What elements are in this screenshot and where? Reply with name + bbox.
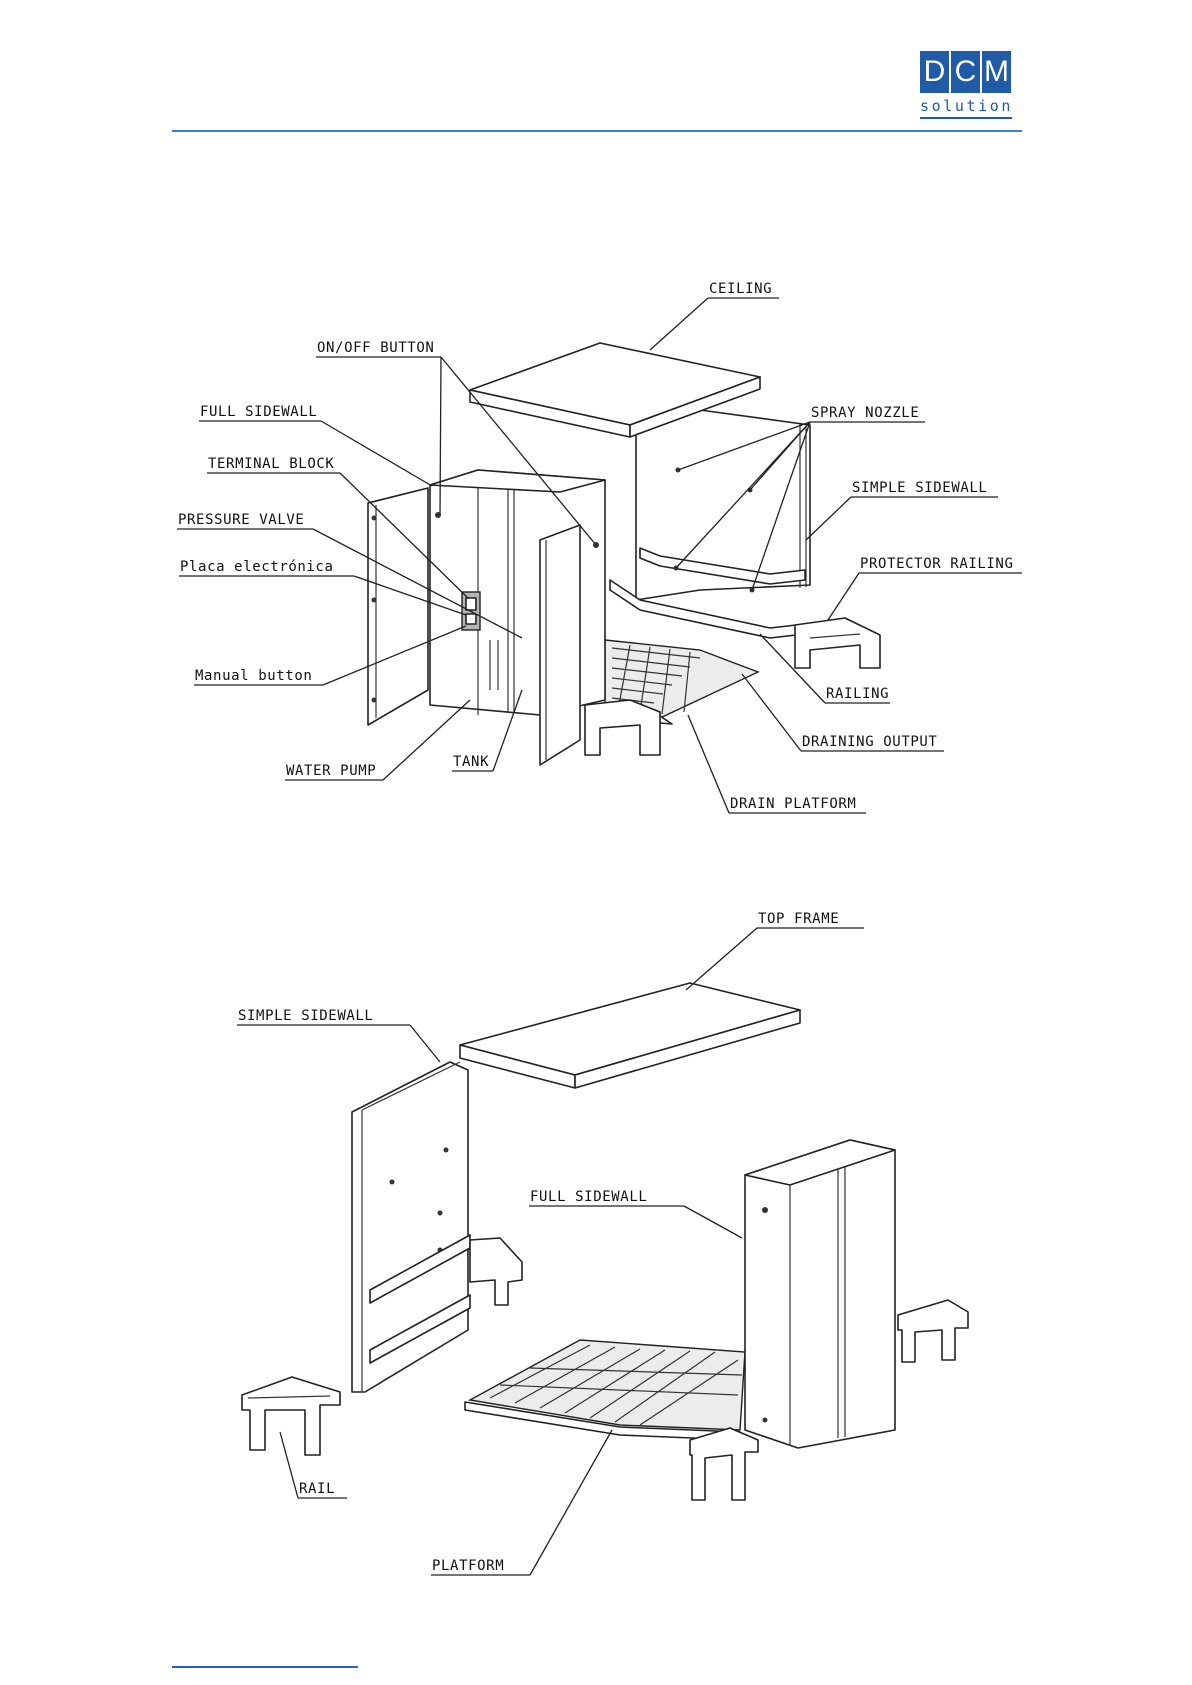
label-full-sidewall: FULL SIDEWALL xyxy=(530,1189,647,1205)
label-platform: PLATFORM xyxy=(432,1558,504,1574)
diagram-assembled-unit: CEILING ON/OFF BUTTON FULL SIDEWALL SPRA… xyxy=(0,260,1192,820)
callout-top-frame: TOP FRAME xyxy=(686,911,864,990)
callout-full-sidewall: FULL SIDEWALL xyxy=(529,1189,742,1238)
label-full-sidewall: FULL SIDEWALL xyxy=(200,404,317,420)
label-on-off-button: ON/OFF BUTTON xyxy=(317,340,434,356)
diagram-exploded-view: TOP FRAME SIMPLE SIDEWALL FULL SIDEWALL … xyxy=(0,890,1192,1610)
label-railing: RAILING xyxy=(826,686,889,702)
logo-letter-m: M xyxy=(982,51,1011,93)
callout-drain-platform: DRAIN PLATFORM xyxy=(688,715,866,813)
label-simple-sidewall: SIMPLE SIDEWALL xyxy=(238,1008,373,1024)
label-terminal-block: TERMINAL BLOCK xyxy=(208,456,334,472)
label-rail: RAIL xyxy=(299,1481,335,1497)
label-simple-sidewall: SIMPLE SIDEWALL xyxy=(852,480,987,496)
label-protector-railing: PROTECTOR RAILING xyxy=(860,556,1014,572)
drawing-exploded xyxy=(242,983,968,1500)
logo-letter-d: D xyxy=(920,51,949,93)
dcm-logo: D C M solution xyxy=(920,51,1012,123)
logo-underline xyxy=(920,117,1012,119)
logo-letter-c: C xyxy=(951,51,980,93)
label-draining-output: DRAINING OUTPUT xyxy=(802,734,937,750)
callout-full-sidewall: FULL SIDEWALL xyxy=(199,404,432,486)
header-rule xyxy=(172,130,1022,132)
label-tank: TANK xyxy=(453,754,489,770)
label-spray-nozzle: SPRAY NOZZLE xyxy=(811,405,919,421)
label-drain-platform: DRAIN PLATFORM xyxy=(730,796,856,812)
label-manual-button: Manual button xyxy=(195,668,312,684)
callout-simple-sidewall: SIMPLE SIDEWALL xyxy=(806,480,998,540)
drawing-assembled xyxy=(368,343,880,765)
callout-simple-sidewall: SIMPLE SIDEWALL xyxy=(237,1008,440,1062)
label-pressure-valve: PRESSURE VALVE xyxy=(178,512,304,528)
footer-link-underline[interactable] xyxy=(172,1666,358,1668)
callout-ceiling: CEILING xyxy=(650,281,779,350)
label-top-frame: TOP FRAME xyxy=(758,911,839,927)
callout-protector-railing: PROTECTOR RAILING xyxy=(828,556,1022,620)
logo-word: solution xyxy=(920,97,1012,115)
label-placa-electronica: Placa electrónica xyxy=(180,559,334,575)
label-water-pump: WATER PUMP xyxy=(286,763,376,779)
callout-platform: PLATFORM xyxy=(431,1430,612,1575)
label-ceiling: CEILING xyxy=(709,281,772,297)
